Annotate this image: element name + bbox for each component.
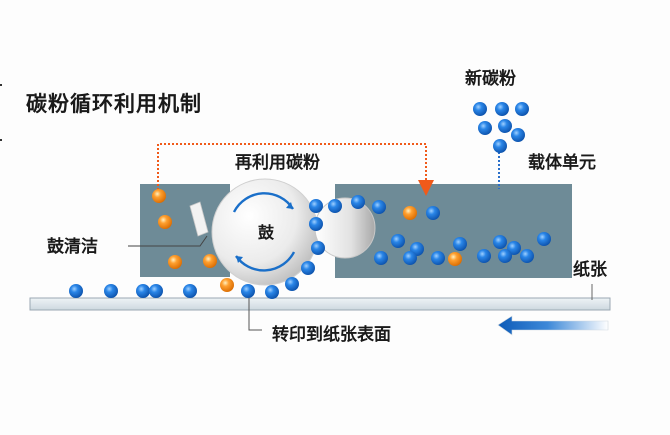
carrier-toner-particle (328, 199, 342, 213)
new-toner-particle (498, 119, 512, 133)
drum-toner-particle (301, 261, 315, 275)
new-toner-label: 新碳粉 (465, 69, 516, 89)
carrier-toner-particle (426, 206, 440, 220)
cleaning-blade (189, 201, 209, 237)
drum-arrowhead-bottom (236, 256, 243, 263)
new-toner-particle (511, 128, 525, 142)
drum-toner-particle (309, 199, 323, 213)
carrier-toner-particle (374, 251, 388, 265)
paper-toner-particle (183, 284, 197, 298)
drum-toner-particle (285, 277, 299, 291)
carrier-toner-particle (493, 235, 507, 249)
paper-label: 纸张 (573, 260, 607, 280)
drum-rotation-arrow-top (232, 192, 295, 213)
cleaning-leader-line (128, 235, 208, 247)
carrier-toner-particle (520, 249, 534, 263)
paper-toner-particle (104, 284, 118, 298)
cleaning-recycled-particle (168, 255, 182, 269)
drum-rotation-arrow-bottom (235, 251, 296, 272)
reuse-toner-path (157, 143, 434, 196)
drum-toner-particle (265, 285, 279, 299)
carrier-recycled-particle (448, 252, 462, 266)
paper-toner-particle (136, 284, 150, 298)
transfer-leader-line (248, 294, 262, 331)
carrier-toner-particle (372, 200, 386, 214)
new-toner-particle (495, 102, 509, 116)
transfer-label: 转印到纸张表面 (272, 325, 391, 345)
carrier-toner-particle (498, 249, 512, 263)
carrier-unit-label: 载体单元 (528, 153, 596, 173)
new-toner-particle (493, 139, 507, 153)
carrier-toner-particle (537, 232, 551, 246)
drum-arrowhead-top (286, 202, 293, 209)
cleaning-recycled-particle (203, 254, 217, 268)
drum-cleaning-label: 鼓清洁 (47, 237, 98, 257)
new-toner-particle (515, 102, 529, 116)
paper-toner-particle (69, 284, 83, 298)
new-toner-particle (478, 121, 492, 135)
carrier-recycled-particle (403, 206, 417, 220)
drum-toner-particle (311, 241, 325, 255)
paper-sheet (29, 297, 611, 311)
carrier-toner-particle (351, 195, 365, 209)
carrier-toner-particle (431, 251, 445, 265)
new-toner-particle (473, 102, 487, 116)
carrier-toner-particle (453, 237, 467, 251)
paper-feed-arrow (497, 315, 609, 336)
diagram-title: 碳粉循环利用机制 (26, 92, 202, 116)
drum-toner-particle (241, 284, 255, 298)
drum-label: 鼓 (258, 223, 275, 242)
edge-mark (0, 84, 2, 86)
transfer-recycled-particle (220, 278, 234, 292)
drum-toner-particle (309, 217, 323, 231)
carrier-toner-particle (391, 234, 405, 248)
carrier-toner-particle (403, 251, 417, 265)
reuse-toner-label: 再利用碳粉 (235, 153, 320, 173)
cleaning-recycled-particle (158, 215, 172, 229)
cleaning-recycled-particle (152, 189, 166, 203)
paper-toner-particle (149, 284, 163, 298)
carrier-toner-particle (477, 249, 491, 263)
edge-mark (0, 139, 2, 141)
carrier-toner-particle (507, 241, 521, 255)
